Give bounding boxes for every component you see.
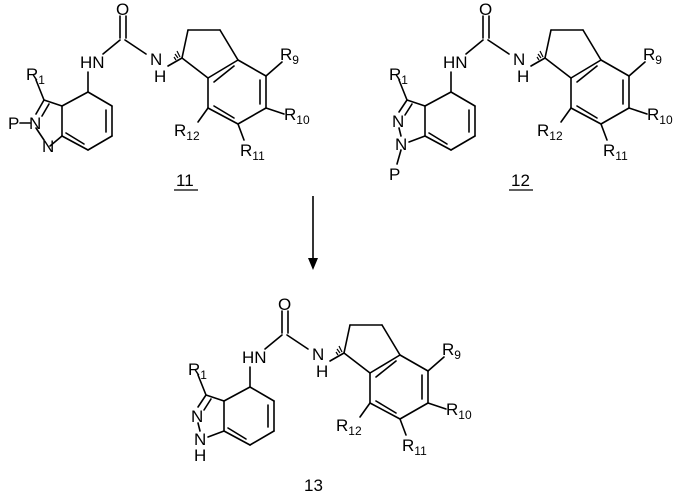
compound-11-protecting-group: P (8, 114, 19, 133)
compound-12-stereo-wedge (537, 51, 543, 60)
compound-12-ring-n2: N (392, 112, 404, 131)
compound-12-r10: R10 (647, 105, 673, 127)
compound-12-r11: R11 (603, 141, 628, 163)
compound-13-nh-left: HN (242, 348, 267, 367)
compound-12-r1: R1 (389, 65, 408, 87)
compound-13-ring-nh-hydrogen: H (194, 446, 206, 465)
compound-11: O HN N H N N P R1 R9 R10 R11 R12 11 (8, 0, 310, 190)
compound-11-ring-n2: N (29, 114, 41, 133)
compound-13-r11: R11 (402, 436, 427, 458)
compound-12-protecting-group: P (389, 165, 400, 184)
compound-13: O HN N H N N H R1 R9 R10 R11 R12 13 (188, 295, 472, 495)
compound-12-r12: R12 (537, 121, 563, 143)
reaction-arrow (308, 196, 318, 270)
compound-13-r1: R1 (188, 360, 207, 382)
compound-11-ring-n1: N (42, 137, 54, 156)
compound-13-r12: R12 (336, 416, 362, 438)
compound-13-ring-n2: N (191, 407, 203, 426)
compound-11-stereo-wedge (174, 51, 180, 60)
compound-12-label: 12 (511, 171, 530, 190)
compound-11-bonds (20, 16, 284, 150)
compound-11-h-right: H (154, 67, 166, 86)
compound-12-carbonyl-oxygen: O (479, 0, 492, 19)
compound-13-r9: R9 (442, 340, 461, 362)
compound-13-h-right: H (316, 362, 328, 381)
compound-12-h-right: H (517, 67, 529, 86)
compound-12: O HN N H N N P R1 R9 R10 R11 R12 12 (389, 0, 673, 190)
compound-13-r10: R10 (446, 400, 472, 422)
compound-12-ring-n1: N (395, 135, 407, 154)
compound-11-label: 11 (176, 171, 194, 190)
compound-12-nh-left: HN (443, 53, 468, 72)
compound-11-r9: R9 (280, 45, 299, 67)
compound-11-r11: R11 (240, 141, 265, 163)
compound-13-carbonyl-oxygen: O (278, 295, 291, 314)
compound-11-r10: R10 (284, 105, 310, 127)
compound-11-r1: R1 (26, 65, 45, 87)
compound-12-r9: R9 (643, 45, 662, 67)
compound-13-label: 13 (304, 476, 323, 495)
compound-13-stereo-wedge (336, 346, 342, 355)
compound-11-carbonyl-oxygen: O (116, 0, 129, 19)
compound-11-nh-left: HN (80, 53, 105, 72)
compound-11-r12: R12 (174, 121, 200, 143)
